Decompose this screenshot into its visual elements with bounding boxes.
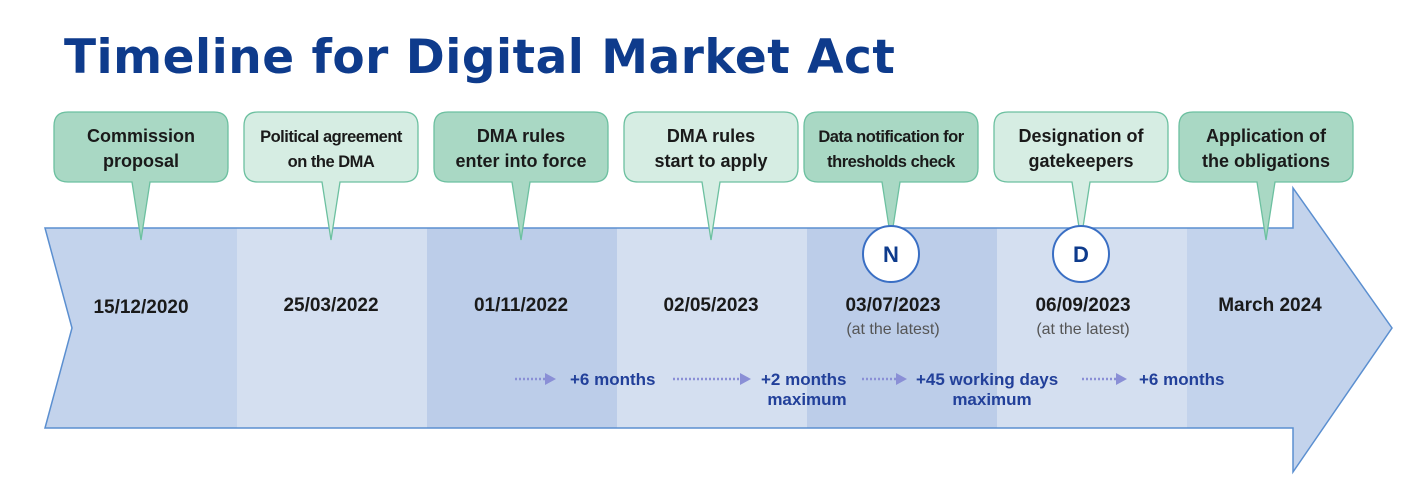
callout-text: DMA rules	[477, 126, 565, 146]
page-title: Timeline for Digital Market Act	[64, 30, 896, 85]
callout-text: enter into force	[455, 151, 586, 171]
callout-text: Application of	[1206, 126, 1327, 146]
callout-text: gatekeepers	[1028, 151, 1133, 171]
callout-bubble	[243, 111, 419, 241]
marker-n: N	[862, 225, 920, 283]
duration-sub: maximum	[767, 390, 846, 409]
callout-text: DMA rules	[667, 126, 755, 146]
date: 06/09/2023	[1035, 295, 1130, 316]
callout-text: Data notification for	[818, 128, 964, 146]
callout-text: Political agreement	[260, 128, 403, 146]
duration-label: +2 months	[761, 370, 847, 389]
callout-bubble	[803, 111, 979, 241]
date-note: (at the latest)	[846, 321, 939, 338]
callout-text: thresholds check	[827, 153, 956, 171]
callout-text: Designation of	[1019, 126, 1145, 146]
date: 03/07/2023	[845, 295, 940, 316]
callout-text: start to apply	[654, 151, 767, 171]
date: 15/12/2020	[93, 297, 188, 318]
duration-sub: maximum	[952, 390, 1031, 409]
callout-text: proposal	[103, 151, 179, 171]
date: 02/05/2023	[663, 295, 758, 316]
callout-4: DMA rules start to apply	[623, 111, 799, 241]
callout-1: Commission proposal	[53, 111, 229, 241]
callout-2: Political agreement on the DMA	[243, 111, 419, 241]
callout-5: Data notification for thresholds check	[803, 111, 979, 241]
callout-bubble	[623, 111, 799, 241]
callout-text: on the DMA	[288, 153, 375, 171]
callout-bubble	[1178, 111, 1354, 241]
duration-label: +6 months	[570, 370, 656, 389]
date: 25/03/2022	[283, 295, 378, 316]
marker-d: D	[1052, 225, 1110, 283]
callout-bubble	[433, 111, 609, 241]
marker-n-label: N	[883, 242, 899, 267]
callout-text: the obligations	[1202, 151, 1330, 171]
callout-bubble	[993, 111, 1169, 241]
callout-7: Application of the obligations	[1178, 111, 1354, 241]
callout-text: Commission	[87, 126, 195, 146]
timeline-arrow	[45, 188, 1392, 472]
duration-arrows	[515, 373, 1127, 385]
duration-label: +6 months	[1139, 370, 1225, 389]
callout-3: DMA rules enter into force	[433, 111, 609, 241]
marker-d-label: D	[1073, 242, 1089, 267]
date: 01/11/2022	[474, 295, 568, 316]
date: March 2024	[1218, 295, 1322, 316]
date-note: (at the latest)	[1036, 321, 1129, 338]
duration-label: +45 working days	[916, 370, 1058, 389]
segment-dark	[1187, 188, 1392, 472]
callout-bubble	[53, 111, 229, 241]
callout-6: Designation of gatekeepers	[993, 111, 1169, 241]
